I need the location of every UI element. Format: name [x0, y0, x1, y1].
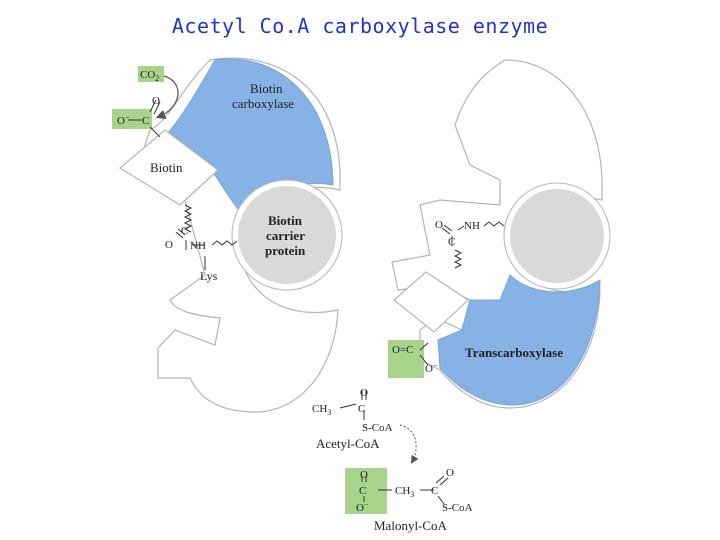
malonyl-coa-bonds [361, 475, 449, 505]
co2-curved-arrow [155, 75, 179, 119]
acetyl-c-label: C [358, 403, 365, 415]
transcarboxylase-diamond [393, 271, 469, 333]
right-o-label: O [435, 219, 443, 231]
malonyl-c2-label: C [431, 485, 438, 497]
acetyl-to-malonyl-arrow [399, 424, 419, 464]
right-subunit [391, 59, 611, 409]
malonyl-o2-label: O [446, 467, 454, 479]
right-nh-label: NH [464, 220, 480, 232]
lys-o-label: O [165, 239, 173, 251]
acetyl-o-label: O [360, 387, 368, 399]
carboxyl-c-label: C [142, 115, 149, 127]
acetyl-coa-bonds [339, 390, 367, 420]
co2-highlight [138, 66, 164, 82]
transcarboxylase-label: Transcarboxylase [465, 345, 563, 360]
carrier-protein-ring [231, 179, 343, 291]
biotin-label: Biotin [150, 160, 183, 175]
right-c-label: C [448, 236, 455, 248]
carboxyl-highlight [112, 109, 152, 129]
transcarboxylase-domain [437, 274, 601, 406]
transferred-oc-label: O=C [392, 344, 413, 356]
transferred-carboxyl-highlight [388, 340, 424, 378]
carrier-label-3: protein [265, 243, 306, 258]
carrier-label-1: Biotin [268, 213, 303, 228]
page-title: Acetyl Co.A carboxylase enzyme [171, 14, 549, 38]
biotin-carboxylase-label-2: carboxylase [232, 96, 294, 111]
right-carrier-ring [503, 182, 611, 290]
malonyl-o1-label: O [360, 469, 368, 481]
transferred-carboxyl-bonds [419, 342, 429, 366]
lys-linker [211, 240, 238, 246]
right-nh-linker [483, 221, 505, 227]
right-linker-bonds [441, 224, 465, 246]
transferred-o-minus-label: O− [425, 361, 438, 375]
carrier-label-2: carrier [266, 228, 305, 243]
malonyl-carboxyl-highlight [345, 468, 387, 514]
acetyl-coa-label: Acetyl-CoA [316, 436, 380, 451]
right-carrier-protein [504, 183, 610, 289]
biotin-carrier-protein [232, 180, 342, 290]
lys-nh-label: NH [190, 240, 206, 252]
acetyl-scoa-label: S-CoA [362, 422, 393, 434]
lys-bonds [175, 228, 206, 270]
acetyl-ch3-label: CH3 [312, 403, 331, 417]
biotin-diamond [118, 129, 219, 206]
right-biotin-linker [453, 249, 463, 269]
biotin-carboxyl-bonds [128, 99, 161, 138]
malonyl-coa-label: Malonyl-CoA [374, 518, 448, 533]
left-subunit [118, 57, 343, 413]
malonyl-ch3-label: CH3 [395, 485, 414, 499]
biotin-carboxylase-label-1: Biotin [250, 81, 283, 96]
co2-label: CO2 [140, 69, 159, 83]
malonyl-c1-label: C [359, 485, 366, 497]
malonyl-scoa-label: S-CoA [442, 502, 473, 514]
lys-c-label: C [181, 225, 188, 237]
biotin-linker [183, 204, 193, 233]
carboxyl-o-label: O [152, 95, 160, 107]
lys-label: Lys [200, 269, 218, 283]
